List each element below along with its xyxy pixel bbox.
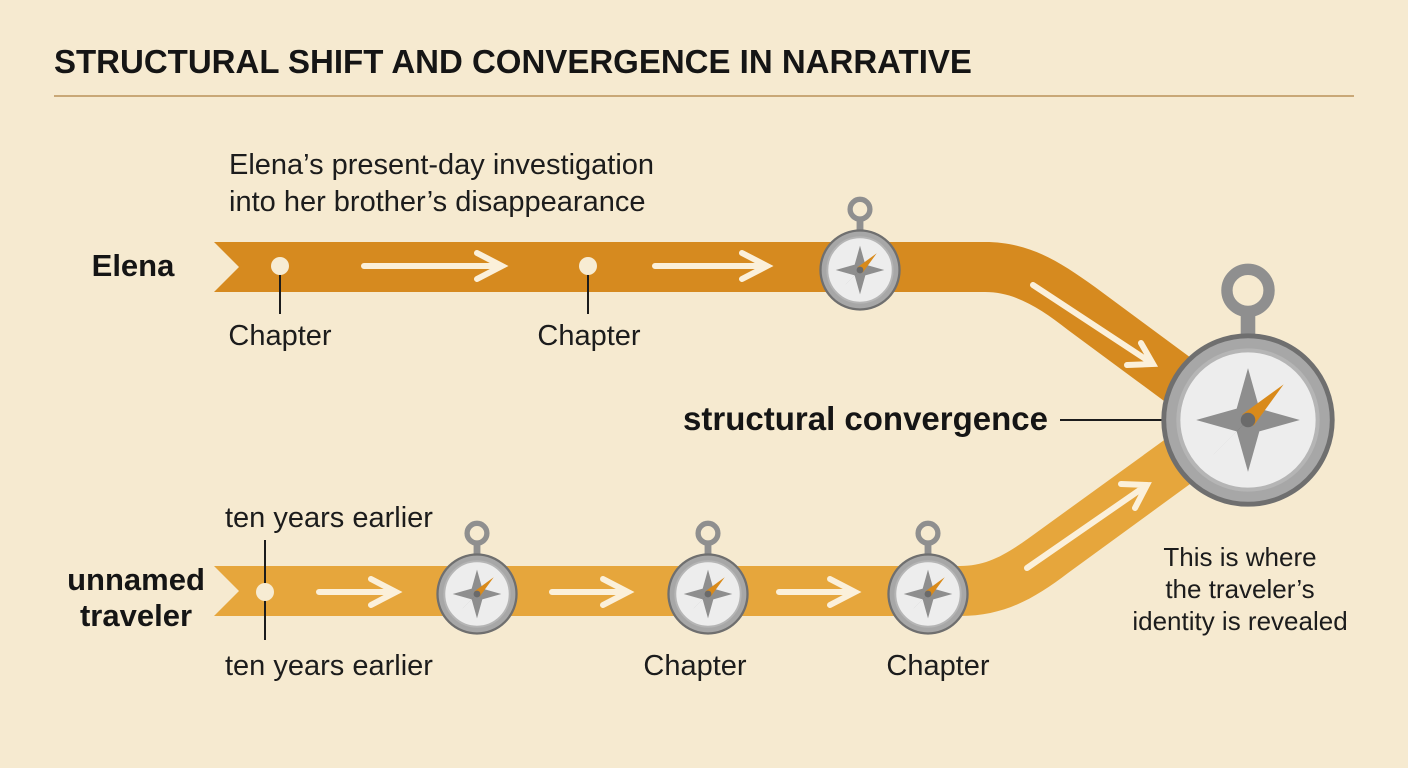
- traveler-above-caption: ten years earlier: [225, 502, 433, 534]
- convergence-note-line3: identity is revealed: [1132, 606, 1347, 636]
- timeline-dot: [271, 257, 289, 275]
- timeline-dot: [256, 583, 274, 601]
- arrow-right-icon: [549, 576, 635, 608]
- elena-timeline-band: [214, 242, 1210, 415]
- lane-label-traveler-line2: traveler: [80, 598, 192, 633]
- elena-chapter-label: Chapter: [537, 320, 641, 352]
- convergence-label: structural convergence: [683, 400, 1048, 437]
- arrow-right-icon: [361, 250, 509, 282]
- arrow-diagonal-up-icon: [1024, 481, 1152, 571]
- compass-icon: [668, 523, 747, 633]
- compass-icon: [888, 523, 967, 633]
- compass-icon: [820, 199, 899, 309]
- arrow-right-icon: [316, 576, 403, 608]
- arrow-diagonal-down-icon: [1030, 282, 1159, 368]
- elena-description-line1: Elena’s present-day investigation: [229, 149, 654, 181]
- traveler-chapter-label: Chapter: [643, 650, 747, 682]
- traveler-chapter-label: Chapter: [886, 650, 990, 682]
- convergence-note-line1: This is where: [1163, 542, 1316, 572]
- elena-description-line2: into her brother’s disappearance: [229, 186, 645, 218]
- convergence-compass-icon: [1164, 269, 1332, 504]
- traveler-below-caption: ten years earlier: [225, 650, 433, 682]
- arrow-right-icon: [652, 250, 774, 282]
- timeline-dot: [579, 257, 597, 275]
- compass-icon: [437, 523, 516, 633]
- lane-label-elena: Elena: [92, 248, 175, 283]
- elena-chapter-label: Chapter: [228, 320, 332, 352]
- page-title: STRUCTURAL SHIFT AND CONVERGENCE IN NARR…: [54, 43, 972, 80]
- convergence-note-line2: the traveler’s: [1165, 574, 1314, 604]
- arrow-right-icon: [776, 576, 862, 608]
- lane-label-traveler-line1: unnamed: [67, 562, 205, 597]
